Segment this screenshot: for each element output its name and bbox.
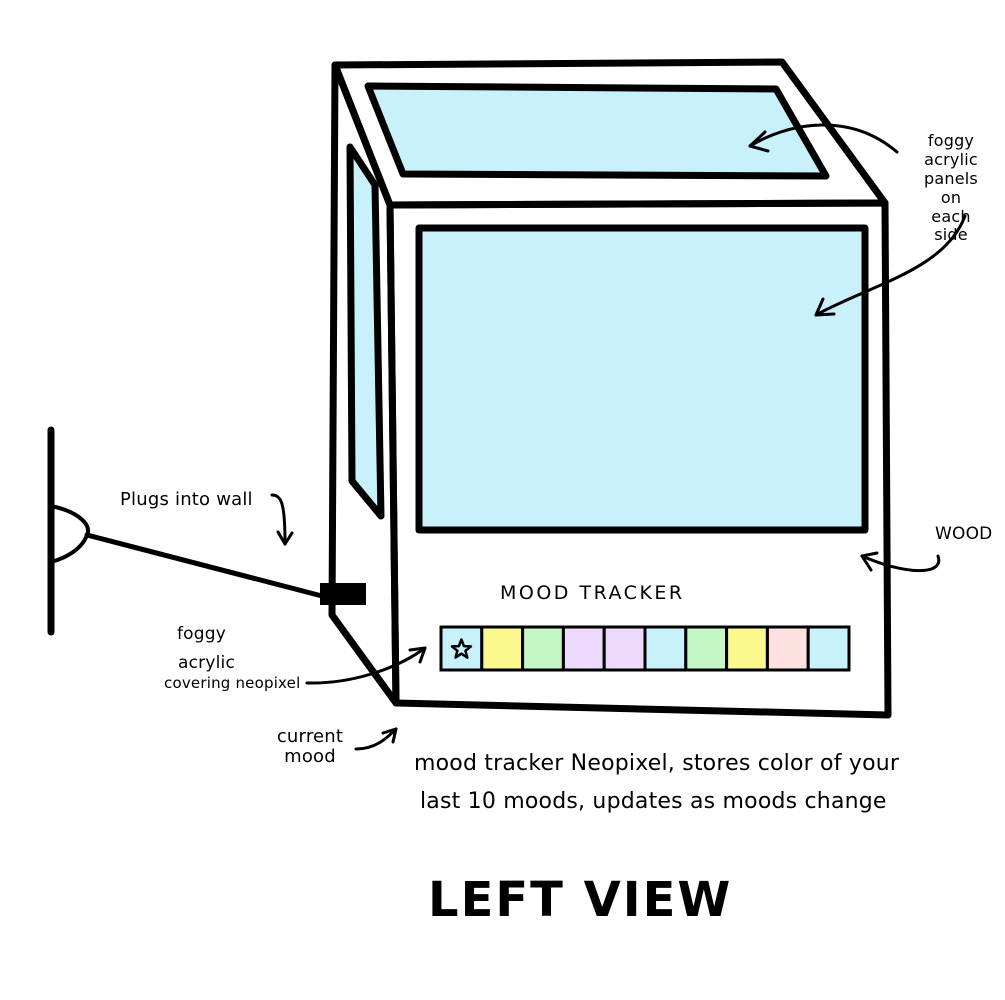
mood-cell-8 [725,625,769,672]
description-line-1: mood tracker Neopixel, stores color of y… [414,751,900,776]
wood-label: WOOD [935,524,993,544]
view-title: LEFT VIEW [428,872,733,928]
box-body [328,58,892,719]
mood-cell-6 [643,625,688,672]
mood-cell-4 [561,625,606,672]
power-cord [84,532,325,599]
mood-cell-7 [684,625,729,672]
foggy-panels-label: foggy acrylic panels on each side [924,131,978,245]
top-acrylic-panel [364,82,830,180]
description-line-2: last 10 moods, updates as moods change [420,789,887,814]
front-acrylic-panel [415,224,869,534]
arrow-to-wood [860,554,941,573]
foggy-neopixel-label-line3: covering neopixel [164,674,301,692]
side-acrylic-panel [346,143,385,520]
current-mood-label: current mood [276,726,344,768]
mood-cell-5 [602,625,647,672]
mood-tracker-label: MOOD TRACKER [500,582,685,604]
annotation-arrows [270,123,967,751]
foggy-neopixel-label-line1: foggy [177,624,227,644]
arrow-to-front-panel [814,214,967,317]
arrow-current-mood [354,727,398,751]
mood-cell-3 [521,625,565,672]
foggy-neopixel-label-line2: acrylic [178,653,236,673]
wall-socket [49,504,91,564]
mood-tracker-neopixel-strip [439,625,851,672]
mood-cell-1 [439,625,484,672]
arrow-to-top-panel [748,123,899,154]
mood-cell-2 [480,625,525,672]
power-plug [320,583,366,605]
current-mood-star-icon [450,638,473,659]
mood-cell-9 [765,625,810,672]
arrow-to-neopixel [305,646,427,685]
mood-cell-10 [806,625,851,672]
plugs-into-wall-label: Plugs into wall [120,489,253,510]
arrow-plugs-into-wall [270,493,287,546]
